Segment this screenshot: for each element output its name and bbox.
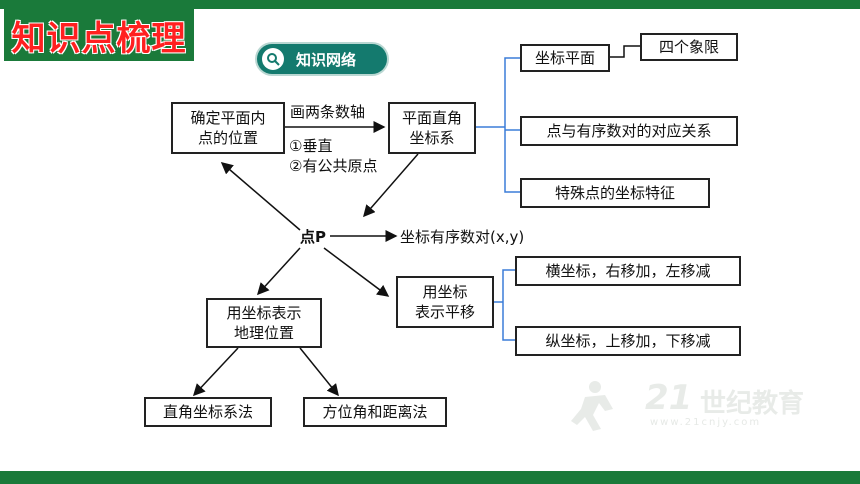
edge-label-draw-axes: 画两条数轴 (290, 103, 366, 121)
node-four-quadrants: 四个象限 (640, 33, 738, 61)
node-rect-coord-method: 直角坐标系法 (144, 397, 272, 427)
badge-label: 知识网络 (296, 50, 357, 69)
node-represent-geo: 用坐标表示 地理位置 (206, 298, 322, 348)
node-rect-coord-method-label: 直角坐标系法 (162, 403, 253, 421)
bottom-decoration-bar (0, 471, 860, 484)
bracket-coordinate-system (504, 57, 520, 193)
node-direction-distance-method-label: 方位角和距离法 (322, 403, 428, 421)
node-special-points: 特殊点的坐标特征 (520, 178, 710, 208)
bracket-translation (502, 269, 515, 341)
node-four-quadrants-label: 四个象限 (658, 38, 719, 56)
arrow-to-rect-method (192, 347, 239, 397)
watermark-logo-icon (571, 381, 613, 431)
node-represent-translation: 用坐标 表示平移 (396, 276, 494, 328)
node-coordinate-plane: 坐标平面 (520, 44, 610, 72)
watermark-brand: 世纪教育 (700, 389, 805, 419)
node-point-pair-relation-label: 点与有序数对的对应关系 (546, 122, 712, 140)
arrow-to-point-p (363, 153, 419, 218)
node-vertical-rule: 纵坐标，上移加，下移减 (515, 326, 741, 356)
node-ordered-pair: 坐标有序数对(x,y) (400, 228, 525, 246)
line-to-four-quadrants (610, 45, 640, 58)
node-represent-geo-label: 用坐标表示 地理位置 (226, 304, 302, 342)
node-horizontal-rule: 横坐标，右移加，左移减 (515, 256, 741, 286)
watermark-url: www.21cnjy.com (650, 417, 762, 428)
edge-label-common-origin: ②有公共原点 (289, 157, 378, 175)
node-represent-translation-label: 用坐标 表示平移 (414, 283, 475, 321)
title-banner: 知识点梳理 (4, 9, 194, 61)
node-horizontal-rule-label: 横坐标，右移加，左移减 (545, 262, 711, 280)
magnifier-icon (262, 48, 284, 70)
node-point-p: 点P (300, 228, 326, 246)
watermark-number: 21 (645, 378, 693, 418)
arrow-to-translation (323, 247, 390, 297)
node-direction-distance-method: 方位角和距离法 (303, 397, 447, 427)
node-vertical-rule-label: 纵坐标，上移加，下移减 (545, 332, 711, 350)
node-coordinate-plane-label: 坐标平面 (534, 49, 595, 67)
node-coordinate-system: 平面直角 坐标系 (388, 102, 476, 154)
arrow-to-represent-geo (256, 247, 301, 296)
node-coordinate-system-label: 平面直角 坐标系 (401, 109, 462, 147)
knowledge-network-badge: 知识网络 (257, 44, 387, 74)
node-point-pair-relation: 点与有序数对的对应关系 (520, 116, 738, 146)
node-special-points-label: 特殊点的坐标特征 (554, 184, 675, 202)
top-decoration-bar (0, 0, 860, 9)
node-determine-position-label: 确定平面内 点的位置 (190, 109, 266, 147)
edge-label-perpendicular: ①垂直 (289, 137, 333, 155)
node-determine-position: 确定平面内 点的位置 (171, 102, 285, 154)
arrow-to-determine-position (220, 162, 301, 231)
page-title: 知识点梳理 (11, 18, 187, 59)
arrow-to-direction-method (299, 347, 339, 397)
